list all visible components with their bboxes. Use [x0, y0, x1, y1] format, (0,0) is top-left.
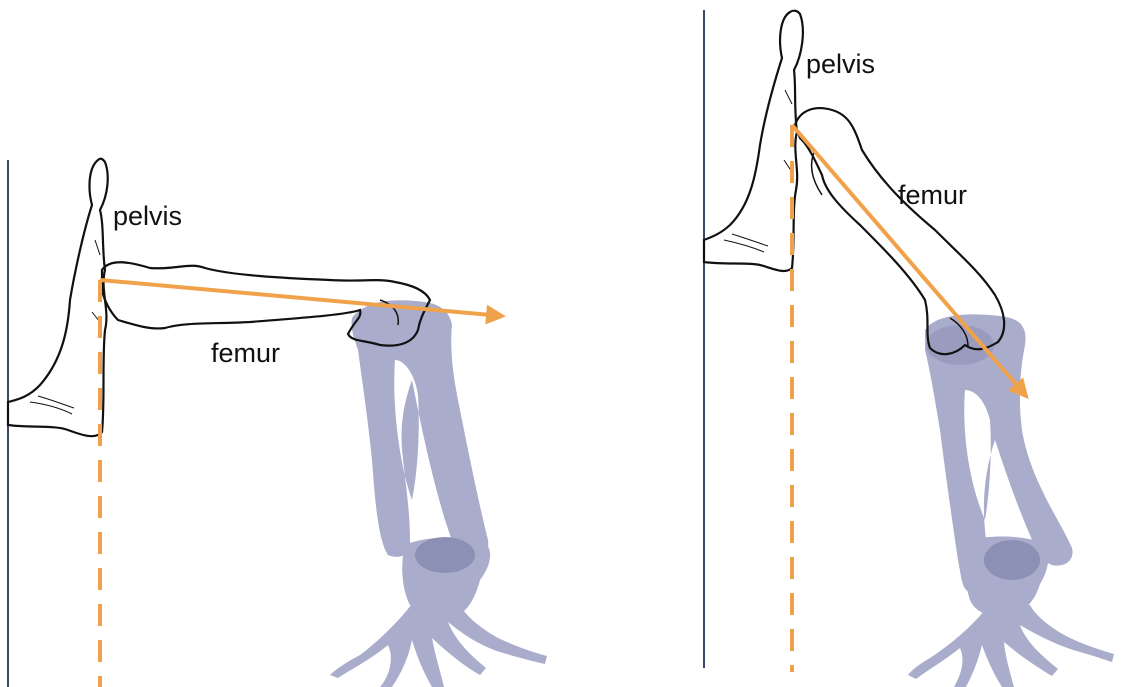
lower-leg-bones — [330, 300, 547, 687]
right-femur-direction-arrow — [792, 125, 1026, 396]
panel-right: pelvis femur — [704, 10, 1114, 687]
left-pelvis-texture — [30, 240, 100, 414]
left-femur-direction-arrow — [100, 280, 502, 316]
left-pelvis-label: pelvis — [113, 201, 182, 231]
panel-left: pelvis femur — [8, 159, 547, 687]
right-pelvis-texture — [724, 90, 792, 252]
left-femur-label: femur — [211, 338, 280, 368]
left-toes — [330, 600, 547, 687]
lower-leg-bones — [908, 314, 1114, 687]
right-toes — [908, 605, 1114, 687]
right-pelvis-bone — [704, 11, 803, 271]
left-pelvis-bone — [8, 159, 108, 437]
right-femur-label: femur — [898, 180, 967, 210]
right-pelvis-label: pelvis — [806, 49, 875, 79]
